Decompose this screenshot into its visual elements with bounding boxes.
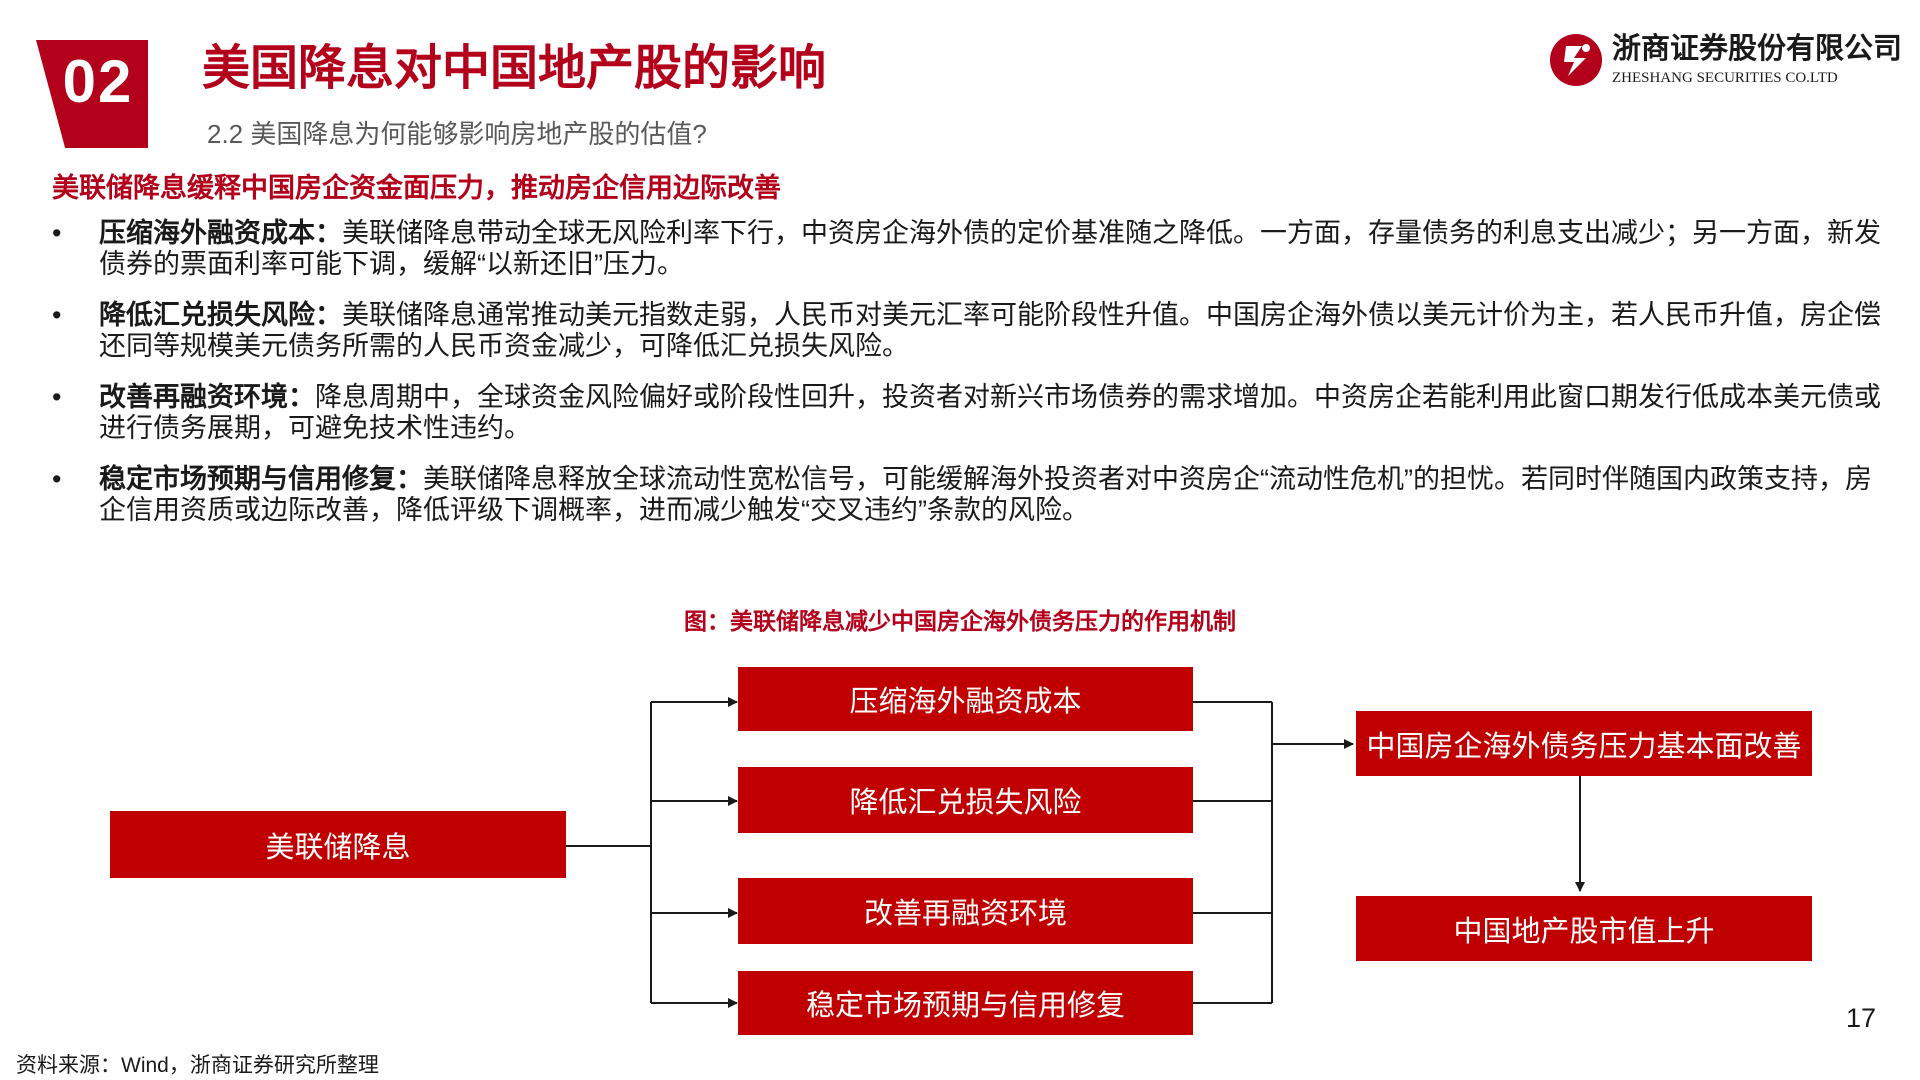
bullet-body: 美联储降息通常推动美元指数走弱，人民币对美元汇率可能阶段性升值。中国房企海外债以… xyxy=(99,300,1881,361)
figure-caption: 图：美联储降息减少中国房企海外债务压力的作用机制 xyxy=(684,608,1236,634)
source-note: 资料来源：Wind，浙商证券研究所整理 xyxy=(16,1054,379,1077)
company-logo: 浙商证券股份有限公司 ZHESHANG SECURITIES CO.LTD xyxy=(1548,32,1902,88)
node-channel-credit-repair: 稳定市场预期与信用修复 xyxy=(738,971,1193,1035)
page-number: 17 xyxy=(1846,1003,1877,1033)
bullet-head: 降低汇兑损失风险： xyxy=(99,300,342,330)
node-channel-refinancing: 改善再融资环境 xyxy=(738,878,1193,944)
bullet-item: • 压缩海外融资成本：美联储降息带动全球无风险利率下行，中资房企海外债的定价基准随… xyxy=(52,218,1892,280)
company-name-cn: 浙商证券股份有限公司 xyxy=(1612,33,1903,65)
zheshang-logo-icon xyxy=(1550,34,1602,86)
bullet-body: 降息周期中，全球资金风险偏好或阶段性回升，投资者对新兴市场债券的需求增加。中资房… xyxy=(99,382,1881,443)
node-result: 中国地产股市值上升 xyxy=(1356,896,1812,961)
company-name-en: ZHESHANG SECURITIES CO.LTD xyxy=(1612,70,1838,86)
bullet-marker: • xyxy=(52,218,62,248)
node-channel-fx-risk: 降低汇兑损失风险 xyxy=(738,767,1193,833)
page-subtitle: 2.2 美国降息为何能够影响房地产股的估值? xyxy=(207,119,707,149)
bullet-list: • 压缩海外融资成本：美联储降息带动全球无风险利率下行，中资房企海外债的定价基准随… xyxy=(52,218,1892,546)
bullet-marker: • xyxy=(52,300,62,330)
bullet-marker: • xyxy=(52,382,62,412)
bullet-body: 美联储降息释放全球流动性宽松信号，可能缓解海外投资者对中资房企“流动性危机”的担… xyxy=(99,464,1872,525)
bullet-item: • 改善再融资环境：降息周期中，全球资金风险偏好或阶段性回升，投资者对新兴市场债券… xyxy=(52,382,1892,444)
bullet-head: 稳定市场预期与信用修复： xyxy=(99,464,423,494)
bullet-marker: • xyxy=(52,464,62,494)
node-channel-financing-cost: 压缩海外融资成本 xyxy=(738,667,1193,731)
bullet-body: 美联储降息带动全球无风险利率下行，中资房企海外债的定价基准随之降低。一方面，存量… xyxy=(99,218,1881,279)
page-title: 美国降息对中国地产股的影响 xyxy=(202,42,827,95)
bullet-head: 压缩海外融资成本： xyxy=(99,218,342,248)
section-number: 02 xyxy=(62,48,134,115)
bullet-head: 改善再融资环境： xyxy=(99,382,315,412)
node-fed-rate-cut: 美联储降息 xyxy=(110,811,566,878)
section-headline: 美联储降息缓释中国房企资金面压力，推动房企信用边际改善 xyxy=(52,173,781,203)
node-outcome: 中国房企海外债务压力基本面改善 xyxy=(1356,711,1812,776)
bullet-item: • 稳定市场预期与信用修复：美联储降息释放全球流动性宽松信号，可能缓解海外投资者对… xyxy=(52,464,1892,526)
bullet-item: • 降低汇兑损失风险：美联储降息通常推动美元指数走弱，人民币对美元汇率可能阶段性升… xyxy=(52,300,1892,362)
